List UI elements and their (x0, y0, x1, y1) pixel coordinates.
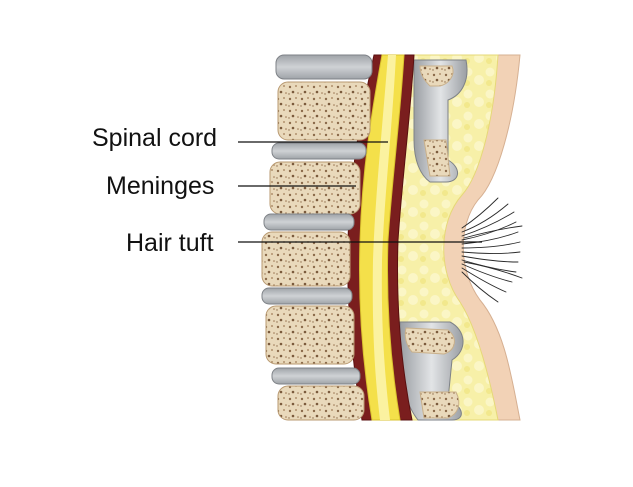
vertebral-bodies (261, 54, 373, 421)
hair-tuft (461, 197, 523, 303)
spinal-cord-highlight (372, 55, 396, 420)
label-spinal-cord: Spinal cord (92, 124, 218, 152)
posterior-vertebral-elements (399, 59, 468, 421)
label-meninges: Meninges (106, 172, 215, 200)
label-hair-tuft: Hair tuft (126, 229, 214, 257)
